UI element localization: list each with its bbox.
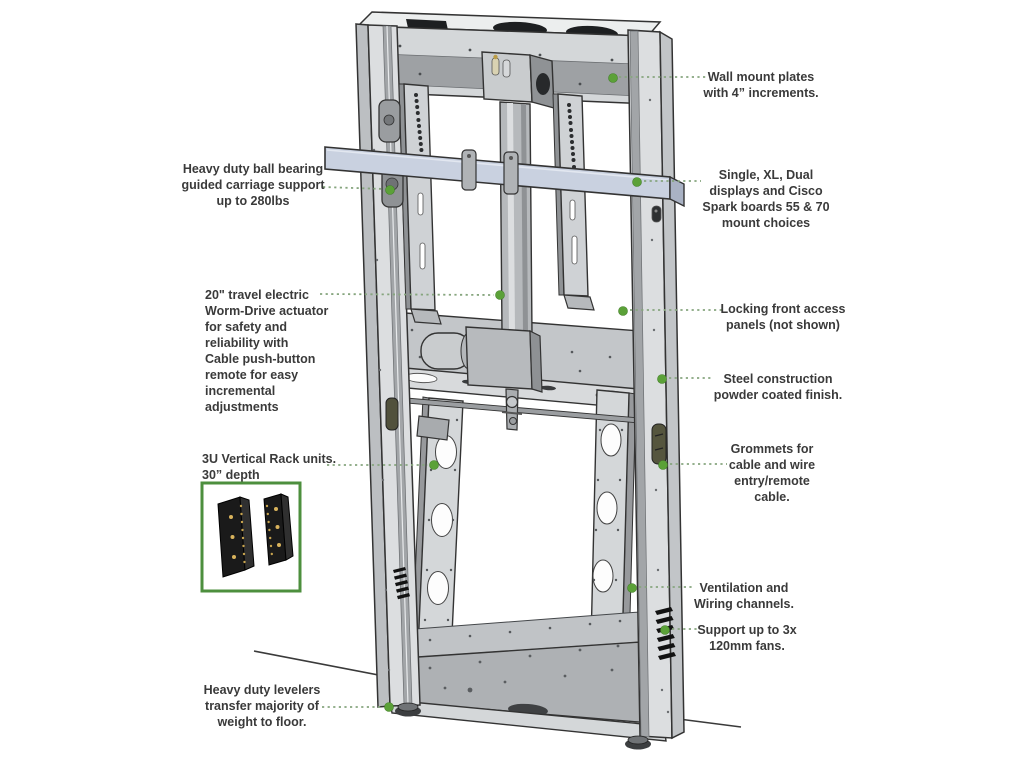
carriage-rollers bbox=[378, 99, 404, 208]
callout-rack-units: 3U Vertical Rack units. 30” depth bbox=[202, 452, 337, 482]
actuator-mast bbox=[499, 101, 533, 335]
rail-latch-hooks bbox=[461, 149, 519, 195]
tv-mount-rails bbox=[398, 83, 595, 325]
worm-drive-motor bbox=[420, 326, 543, 393]
cable-grommet bbox=[651, 423, 667, 465]
callout-actuator: 20" travel electric Worm-Drive actuator … bbox=[205, 288, 329, 414]
leveler-feet bbox=[395, 702, 651, 750]
callout-dots bbox=[384, 73, 670, 712]
actuator-pin bbox=[501, 388, 523, 431]
display-crossbar bbox=[324, 146, 685, 208]
callout-leaders bbox=[319, 76, 727, 708]
callout-grommets: Grommets for cable and wire entry/remote… bbox=[728, 442, 816, 504]
callout-fans: Support up to 3x 120mm fans. bbox=[697, 623, 797, 653]
callout-display-mounts: Single, XL, Dual displays and Cisco Spar… bbox=[702, 168, 830, 230]
callout-carriage-support: Heavy duty ball bearing guided carriage … bbox=[181, 162, 325, 208]
base-tray bbox=[389, 611, 667, 742]
left-vent-slats bbox=[393, 567, 410, 600]
callout-wall-plates: Wall mount plates with 4” increments. bbox=[703, 70, 819, 100]
callout-steel-construction: Steel construction powder coated finish. bbox=[713, 372, 843, 402]
callout-levelers: Heavy duty levelers transfer majority of… bbox=[203, 683, 321, 729]
callout-locking-panels: Locking front access panels (not shown) bbox=[720, 302, 846, 332]
mast-head bbox=[481, 51, 555, 109]
rack-units-inset bbox=[200, 481, 302, 593]
callout-ventilation: Ventilation and Wiring channels. bbox=[694, 581, 794, 611]
right-column bbox=[627, 29, 685, 740]
